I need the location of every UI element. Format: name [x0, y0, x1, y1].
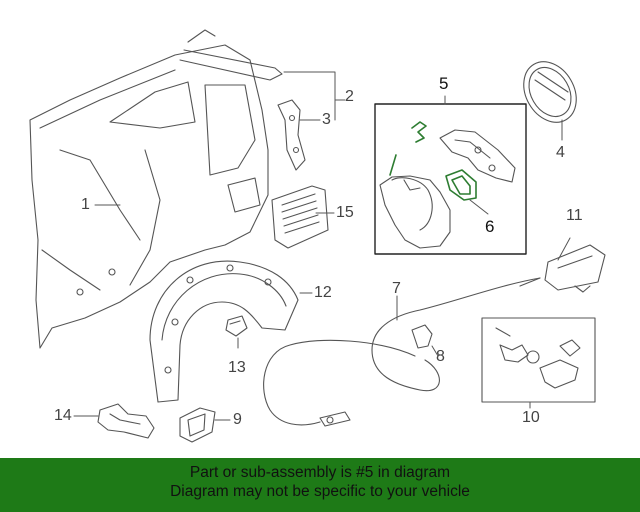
spring-clip-drawing: [411, 121, 427, 143]
callout-7[interactable]: 7: [392, 280, 401, 297]
callout-14[interactable]: 14: [54, 407, 72, 424]
banner-line-2: Diagram may not be specific to your vehi…: [170, 483, 470, 500]
callout-10[interactable]: 10: [522, 409, 540, 426]
lock-assembly-drawing: [481, 317, 596, 403]
callout-8[interactable]: 8: [436, 348, 445, 365]
banner-line-1: Part or sub-assembly is #5 in diagram: [189, 464, 451, 481]
wheelhouse-liner-drawing: [149, 260, 299, 403]
callout-15[interactable]: 15: [336, 204, 354, 221]
filler-pocket-box: [374, 103, 527, 255]
callout-4[interactable]: 4: [556, 144, 565, 161]
highlight-parts: [389, 121, 477, 201]
callout-1[interactable]: 1: [81, 196, 90, 213]
release-cable-drawing: [263, 277, 541, 427]
clip-drawing: [225, 315, 248, 337]
actuator-drawing: [544, 244, 606, 293]
parts-diagram: [29, 29, 606, 443]
callout-12[interactable]: 12: [314, 284, 332, 301]
fuel-door-drawing: [523, 61, 577, 123]
callout-3[interactable]: 3: [322, 111, 331, 128]
vent-grille-drawing: [271, 185, 329, 249]
cable-clip-drawing: [411, 324, 433, 349]
callout-5[interactable]: 5: [439, 74, 449, 93]
lower-bracket-drawing: [97, 403, 155, 439]
bracket-drawing: [277, 99, 306, 171]
callout-11[interactable]: 11: [566, 207, 583, 224]
callout-13[interactable]: 13: [228, 359, 246, 376]
leader-lines: [73, 71, 571, 421]
callout-9[interactable]: 9: [233, 411, 242, 428]
gasket-drawing: [179, 407, 216, 443]
seal-strip-drawing: [389, 154, 397, 176]
info-banner: Part or sub-assembly is #5 in diagram Di…: [0, 458, 640, 512]
callout-2[interactable]: 2: [345, 88, 354, 105]
callout-6[interactable]: 6: [485, 217, 495, 236]
quarter-panel-drawing: [29, 29, 283, 349]
gasket-ring-drawing: [445, 169, 477, 201]
